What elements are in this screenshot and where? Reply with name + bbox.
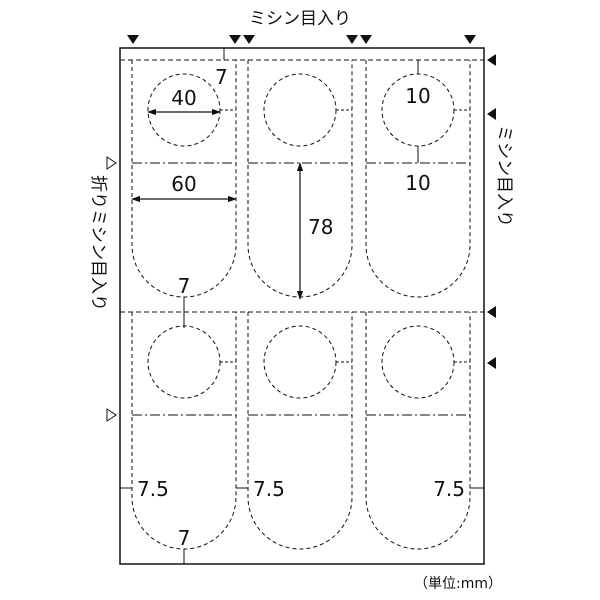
dim-label-bottom-margin-lower: 7: [178, 526, 191, 550]
dimension-values: 7 40 10 10 60 78 7 7 7.5 7.5 7.5: [137, 65, 465, 550]
top-perforation-label: ミシン目入り: [249, 9, 351, 29]
dim-label-hole-offset-top: 10: [405, 84, 430, 108]
fold-markers-left: [106, 156, 117, 422]
dim-label-side-margin-middle: 7.5: [253, 477, 285, 501]
dim-label-length: 78: [308, 215, 333, 239]
hanger-outline: [365, 312, 471, 550]
dim-label-top-margin: 7: [215, 65, 228, 89]
left-fold-perforation-label: 折りミシン目入り: [88, 175, 108, 311]
right-perforation-label: ミシン目入り: [494, 125, 514, 227]
sheet-outline: [119, 47, 485, 565]
dim-label-circle-diameter: 40: [171, 86, 196, 110]
hanger-hole: [147, 325, 221, 399]
hanger-hole: [147, 73, 221, 147]
hanger-hole: [263, 73, 337, 147]
hanger-outline: [247, 312, 353, 550]
dim-label-side-margin-left: 7.5: [137, 477, 169, 501]
dimension-arrows: [131, 108, 304, 300]
perforation-lines: [120, 59, 484, 313]
hanger-outline: [131, 312, 237, 550]
hanger-hole: [263, 325, 337, 399]
dim-label-width: 60: [171, 172, 196, 196]
perforation-markers-right: [487, 54, 496, 369]
hanger-hole: [381, 325, 455, 399]
perforation-markers-top: [127, 35, 476, 44]
dim-label-side-margin-right: 7.5: [433, 477, 465, 501]
hanger-outline: [365, 60, 471, 298]
tick-marks: [120, 48, 484, 564]
hanger-grid: [131, 60, 471, 550]
unit-label: （単位:mm）: [414, 576, 502, 592]
dim-label-hole-offset-bottom: 10: [405, 171, 430, 195]
dim-label-bottom-margin-upper: 7: [178, 274, 191, 298]
